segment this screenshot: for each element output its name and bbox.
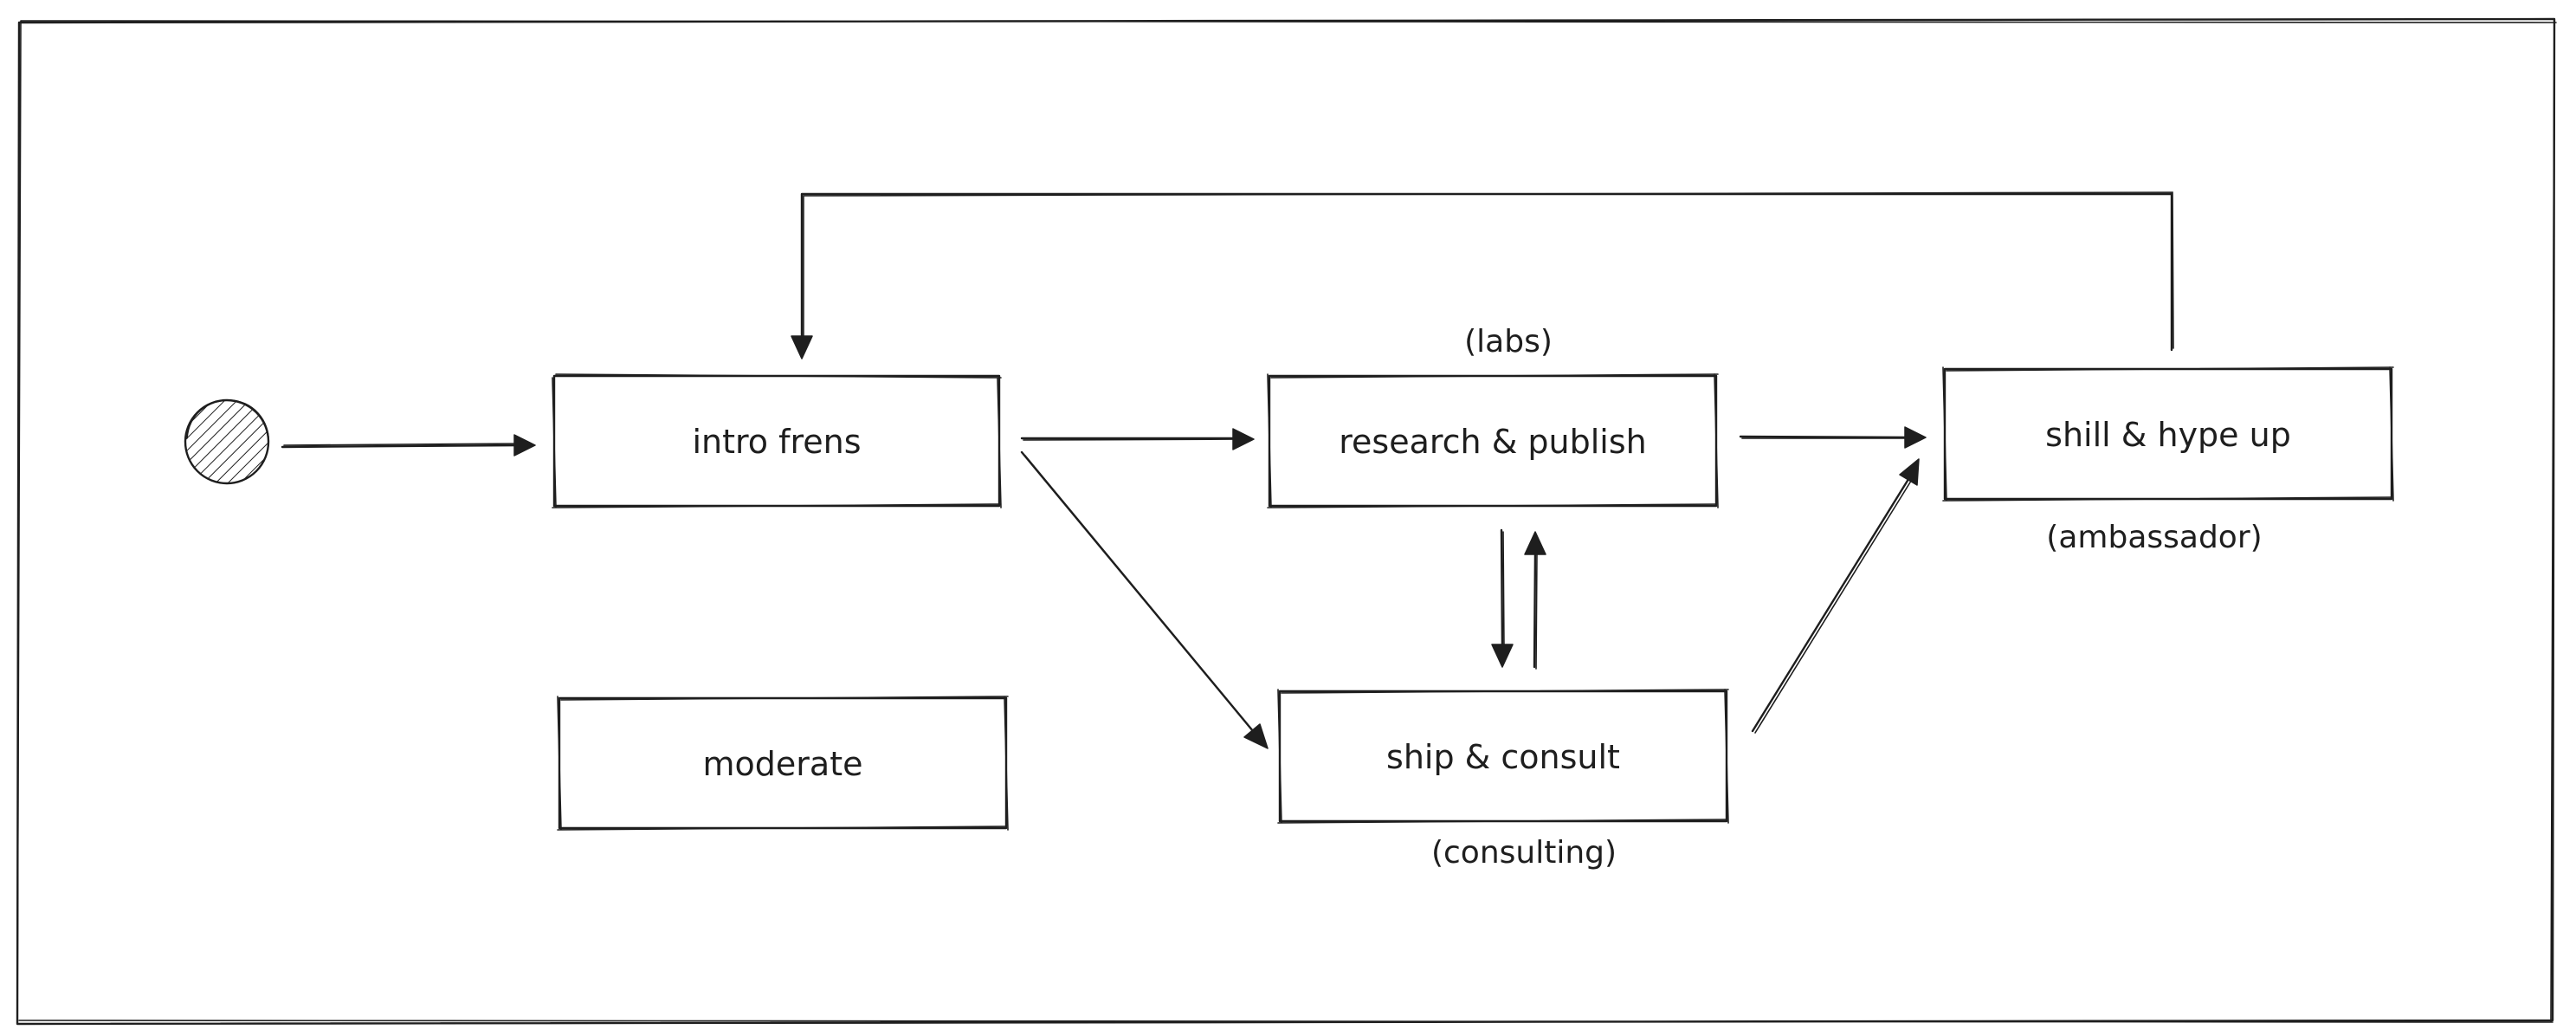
start-node	[184, 398, 270, 485]
edge-ship-to-shill	[1751, 458, 1920, 734]
node-ship-consult-label: ship & consult	[1386, 738, 1620, 776]
edge-start-to-intro	[281, 434, 536, 456]
annotation-consulting: (consulting)	[1431, 835, 1617, 871]
node-shill-hype-up[interactable]: shill & hype up	[1942, 366, 2394, 502]
node-intro-frens-label: intro frens	[692, 423, 861, 461]
edge-research-to-ship	[1491, 528, 1514, 668]
node-ship-consult[interactable]: ship & consult	[1277, 689, 1729, 824]
node-shill-hype-up-label: shill & hype up	[2045, 416, 2291, 454]
node-research-publish-label: research & publish	[1339, 423, 1647, 461]
edge-shill-to-intro-loop	[791, 191, 2174, 359]
node-moderate-label: moderate	[703, 745, 863, 783]
edge-intro-to-research	[1020, 428, 1255, 450]
node-moderate[interactable]: moderate	[557, 696, 1009, 831]
outer-frame	[16, 17, 2557, 1026]
edge-research-to-shill	[1739, 426, 1927, 449]
annotation-ambassador: (ambassador)	[2046, 520, 2262, 555]
edge-ship-to-research	[1524, 531, 1546, 670]
edge-intro-to-ship	[1020, 450, 1269, 749]
node-research-publish[interactable]: research & publish	[1267, 373, 1719, 508]
annotation-labs: (labs)	[1464, 324, 1553, 359]
node-intro-frens[interactable]: intro frens	[552, 373, 1002, 508]
